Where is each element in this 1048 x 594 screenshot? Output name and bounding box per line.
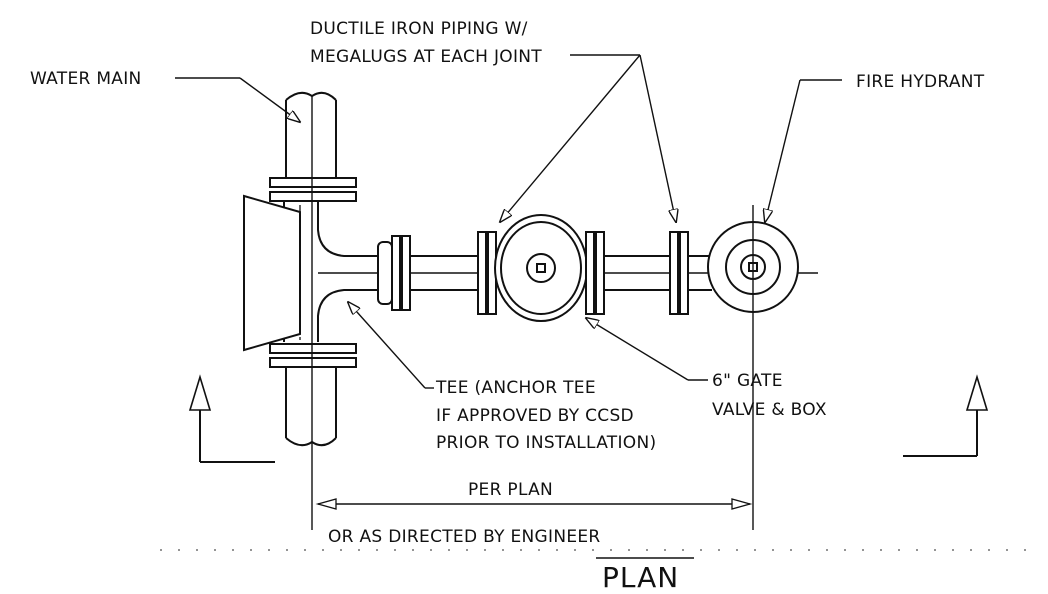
view-title: PLAN <box>602 561 679 594</box>
dimension-per-plan <box>315 498 753 510</box>
megalug-joint <box>477 231 487 315</box>
valve-label-line2: VALVE & BOX <box>712 400 827 420</box>
section-marker-left <box>188 374 275 463</box>
tee-label-line1: TEE (ANCHOR TEE <box>435 378 596 398</box>
lower-flange <box>269 343 357 354</box>
gate-valve-body <box>494 214 588 322</box>
water-main-pipe <box>269 91 378 530</box>
tee-label-line2: IF APPROVED BY CCSD <box>436 406 634 426</box>
dimension-note: OR AS DIRECTED BY ENGINEER <box>328 527 601 547</box>
dimension-label: PER PLAN <box>468 480 553 500</box>
water-main-label: WATER MAIN <box>30 69 142 89</box>
upper-flange <box>269 177 357 188</box>
ductile-label-line2: MEGALUGS AT EACH JOINT <box>310 47 542 67</box>
section-marker-right <box>903 374 989 457</box>
tee-label-line3: PRIOR TO INSTALLATION) <box>436 433 656 453</box>
fire-hydrant-symbol <box>707 205 799 530</box>
valve-label-line1: 6" GATE <box>712 371 783 391</box>
thrust-block <box>243 194 301 352</box>
fire-hydrant-label: FIRE HYDRANT <box>856 72 985 92</box>
megalug-joint-hydrant <box>669 231 679 315</box>
hydrant-lateral <box>318 214 818 322</box>
ductile-label-line1: DUCTILE IRON PIPING W/ <box>310 19 528 39</box>
